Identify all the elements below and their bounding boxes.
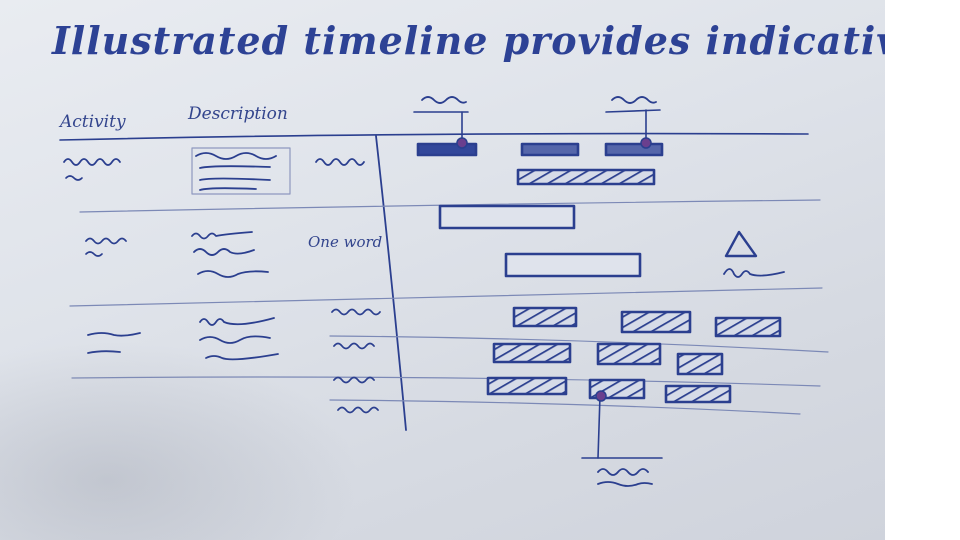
timeline-bar bbox=[492, 342, 572, 364]
page-title: Illustrated timeline provides indicative… bbox=[52, 18, 885, 63]
milestone-marker bbox=[640, 137, 652, 149]
squiggle-text bbox=[193, 248, 255, 256]
squiggle-text bbox=[191, 231, 253, 240]
squiggle-text bbox=[63, 158, 121, 166]
squiggle-text bbox=[605, 109, 661, 113]
column-header-activity: Activity bbox=[60, 112, 126, 132]
squiggle-text bbox=[199, 335, 271, 344]
squiggle-text bbox=[197, 270, 269, 278]
squiggle-text bbox=[421, 96, 467, 104]
squiggle-text bbox=[199, 317, 275, 326]
squiggle-text bbox=[85, 251, 103, 257]
squiggle-text bbox=[337, 406, 379, 414]
description-box bbox=[191, 147, 291, 195]
timeline-bar bbox=[516, 168, 656, 186]
squiggle-text bbox=[85, 237, 127, 245]
risk-triangle-icon bbox=[724, 230, 758, 258]
timeline-bar bbox=[504, 252, 642, 278]
squiggle-text bbox=[611, 96, 657, 104]
squiggle-text bbox=[333, 376, 375, 384]
squiggle-text bbox=[199, 165, 271, 169]
timeline-bar bbox=[714, 316, 782, 338]
timeline-bar bbox=[596, 342, 662, 366]
row-divider-line bbox=[329, 399, 801, 415]
squiggle-text bbox=[315, 158, 365, 166]
squiggle-text bbox=[195, 152, 277, 160]
timeline-bar bbox=[664, 384, 732, 404]
row-divider-line bbox=[69, 287, 823, 307]
squiggle-text bbox=[87, 332, 141, 337]
row-divider-line bbox=[71, 376, 821, 387]
timeline-bar bbox=[438, 204, 576, 230]
squiggle-text bbox=[597, 468, 649, 476]
squiggle-text bbox=[597, 481, 653, 487]
timeline-bar bbox=[520, 142, 580, 157]
squiggle-text bbox=[65, 175, 83, 181]
squiggle-text bbox=[333, 342, 375, 350]
squiggle-text bbox=[199, 177, 271, 181]
column-header-description: Description bbox=[188, 104, 288, 124]
timeline-bar bbox=[512, 306, 578, 328]
timeline-bar bbox=[416, 142, 478, 157]
squiggle-text bbox=[199, 187, 257, 191]
row-divider-line bbox=[329, 335, 829, 353]
timeline-bar bbox=[620, 310, 692, 334]
milestone-marker bbox=[456, 137, 468, 149]
vertical-divider-line bbox=[375, 135, 407, 431]
squiggle-text bbox=[723, 268, 785, 278]
timeline-bar bbox=[676, 352, 724, 376]
squiggle-text bbox=[205, 353, 279, 361]
squiggle-text bbox=[331, 308, 381, 316]
milestone-marker bbox=[595, 390, 607, 402]
timeline-sketch bbox=[59, 96, 829, 487]
timeline-bar bbox=[486, 376, 568, 396]
header-divider-line bbox=[59, 132, 809, 141]
squiggle-text bbox=[87, 350, 121, 354]
milestone-stem bbox=[597, 395, 601, 459]
row-label-one-word: One word bbox=[308, 233, 383, 251]
timeline-bar bbox=[604, 142, 664, 157]
whiteboard: Illustrated timeline provides indicative… bbox=[0, 0, 885, 540]
